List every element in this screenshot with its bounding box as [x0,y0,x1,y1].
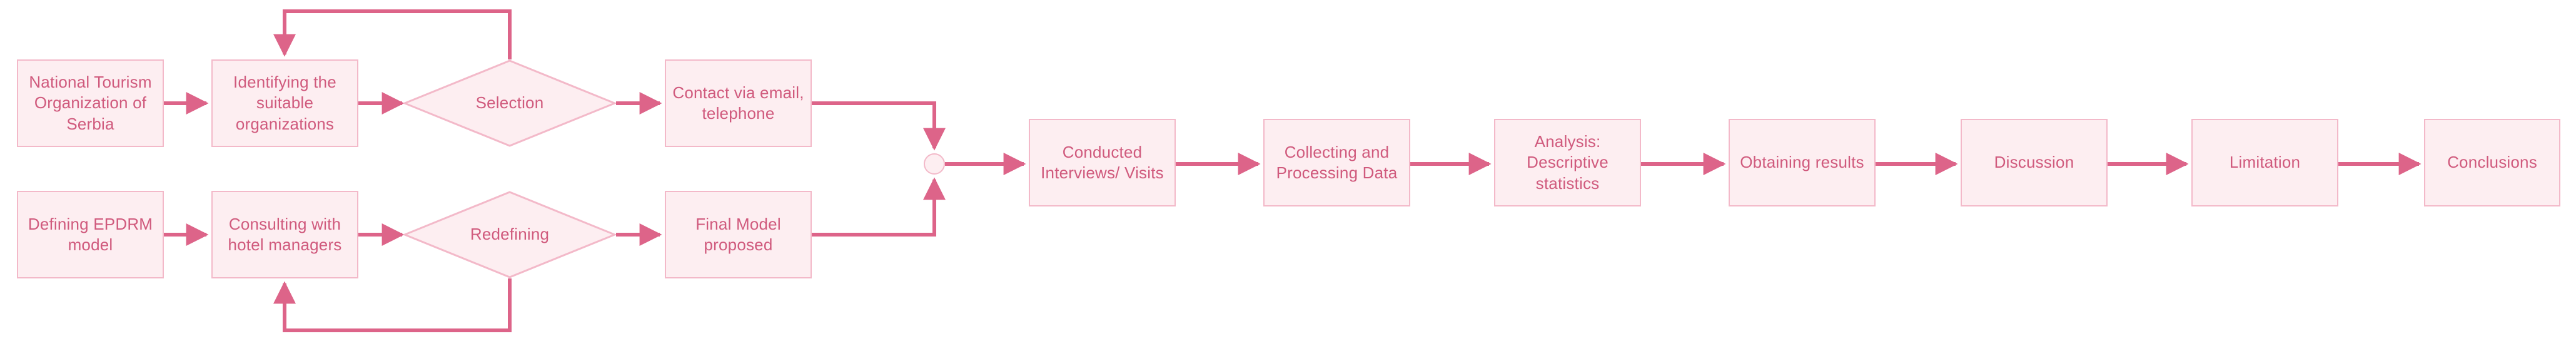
node-redefining[interactable]: Redefining [403,191,616,278]
diamond-shape-redefining [403,191,616,278]
node-final-model-proposed[interactable]: Final Model proposed [665,191,812,278]
node-defining-epdrm-model[interactable]: Defining EPDRM model [17,191,164,278]
node-analysis-descriptive-statistics[interactable]: Analysis: Descriptive statistics [1494,119,1641,206]
node-limitation[interactable]: Limitation [2191,119,2338,206]
node-national-tourism-organization-of-serbia[interactable]: National Tourism Organization of Serbia [17,59,164,147]
node-merge-junction[interactable] [924,153,945,175]
node-selection[interactable]: Selection [403,59,616,147]
edge-final-to-merge [812,177,946,237]
node-redefining-label: Redefining [470,225,550,244]
node-conclusions[interactable]: Conclusions [2424,119,2560,206]
node-conducted-interviews-visits[interactable]: Conducted Interviews/ Visits [1029,119,1176,206]
edge-redefining-loop-back [273,278,512,332]
diamond-shape-selection [403,59,616,147]
node-contact-via-email-telephone[interactable]: Contact via email, telephone [665,59,812,147]
node-consulting-with-hotel-managers[interactable]: Consulting with hotel managers [211,191,358,278]
node-identifying-the-suitable-organizations[interactable]: Identifying the suitable organizations [211,59,358,147]
edge-contact-to-merge [812,101,946,151]
edge-selection-loop-back [273,9,512,59]
node-selection-label: Selection [475,93,544,113]
node-discussion[interactable]: Discussion [1961,119,2108,206]
node-obtaining-results[interactable]: Obtaining results [1729,119,1876,206]
node-collecting-and-processing-data[interactable]: Collecting and Processing Data [1263,119,1410,206]
